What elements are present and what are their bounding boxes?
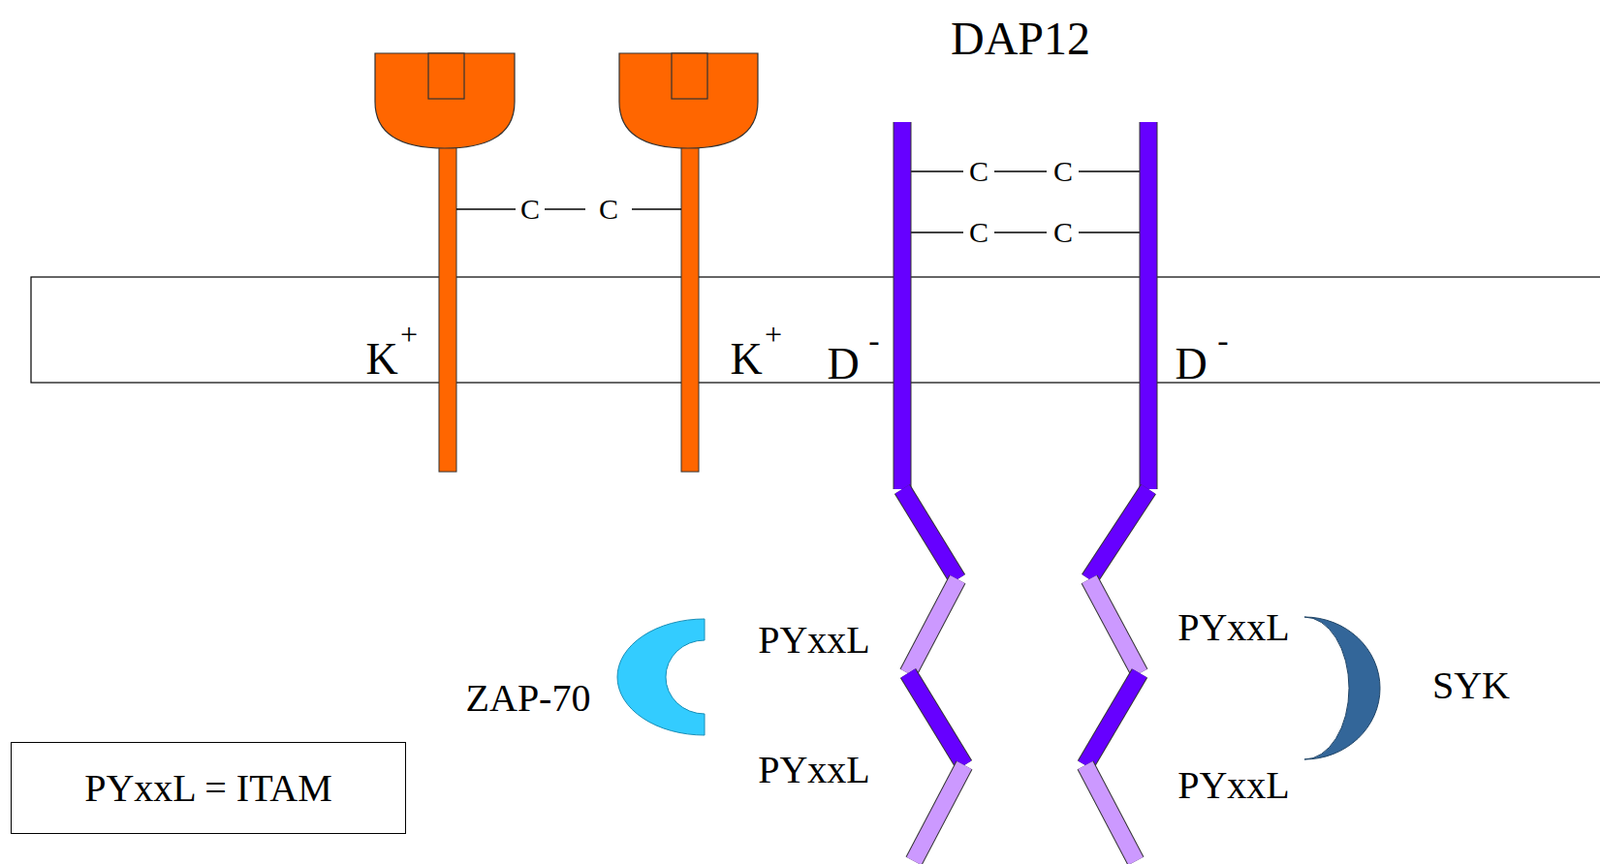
diagram-label: DAP12 bbox=[950, 15, 1091, 63]
diagram-label: - bbox=[868, 324, 879, 358]
diagram-label: C bbox=[1053, 156, 1073, 187]
diagram-label: + bbox=[764, 318, 783, 350]
diagram-label: PYxxL bbox=[757, 751, 871, 790]
receptor-head bbox=[619, 53, 758, 149]
diagram-label: K bbox=[729, 337, 762, 382]
diagram-label: - bbox=[1217, 324, 1228, 358]
diagram-label: K bbox=[365, 337, 398, 382]
diagram-label: PYxxL bbox=[1177, 766, 1290, 806]
diagram-label: PYxxL bbox=[757, 621, 871, 660]
diagram-label: C bbox=[969, 156, 989, 187]
disulfide-bond bbox=[456, 171, 1141, 233]
receptor-stem bbox=[681, 142, 699, 472]
receptor-stem bbox=[439, 142, 457, 472]
diagram-label: SYK bbox=[1432, 666, 1510, 706]
diagram-label: + bbox=[400, 318, 418, 350]
binding-notch bbox=[428, 53, 465, 99]
diagram-label: ZAP-70 bbox=[466, 679, 592, 719]
syk-shape bbox=[1304, 617, 1381, 760]
diagram-label: C bbox=[520, 194, 540, 224]
diagram-label: PYxxL bbox=[1177, 608, 1290, 648]
diagram-label: C bbox=[1053, 218, 1073, 248]
box-text: PYxxL = ITAM bbox=[84, 767, 333, 811]
diagram-label: D bbox=[1174, 342, 1207, 387]
diagram-label: C bbox=[969, 218, 989, 248]
diagram-label: D bbox=[826, 342, 859, 387]
receptor-head bbox=[375, 53, 515, 149]
dap12-chain bbox=[902, 122, 1149, 862]
zap70-shape bbox=[617, 619, 705, 736]
membrane bbox=[31, 277, 1600, 383]
legend-box: PYxxL = ITAM bbox=[10, 742, 407, 835]
binding-notch bbox=[671, 53, 708, 99]
diagram-label: C bbox=[598, 194, 619, 224]
